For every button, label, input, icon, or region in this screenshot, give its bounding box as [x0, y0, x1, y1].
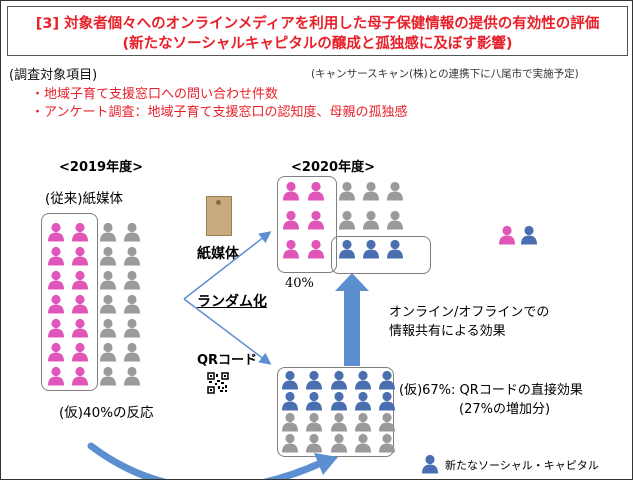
online-effect-line-2: 情報共有による効果	[389, 324, 506, 339]
legend-person-icon	[421, 454, 439, 474]
person-pink-icon	[498, 225, 516, 245]
person-pink-icon	[282, 239, 300, 259]
person-pink-icon	[71, 294, 89, 314]
arrow-to-paper	[183, 231, 272, 300]
person-gray-icon	[99, 270, 117, 290]
person-gray-icon	[99, 246, 117, 266]
person-blue-icon	[520, 225, 538, 245]
response-2019: (仮)40%の反応	[59, 405, 154, 421]
person-gray-icon	[378, 433, 396, 453]
person-pink-icon	[47, 366, 65, 386]
person-blue-icon	[281, 391, 299, 411]
highlight-box-2020-blue	[331, 236, 431, 274]
person-pink-icon	[71, 270, 89, 290]
highlight-box-2019	[41, 213, 98, 391]
person-gray-icon	[123, 342, 141, 362]
person-gray-icon	[123, 318, 141, 338]
paper-percent-2020: 40%	[285, 276, 314, 291]
online-effect-line-1: オンライン/オフラインでの	[389, 305, 550, 320]
person-gray-icon	[330, 412, 348, 432]
person-blue-icon	[281, 370, 299, 390]
survey-note: (キャンサースキャン(株)との連携下に八尾市で実施予定)	[311, 68, 579, 80]
year-2020-label: <2020年度>	[291, 160, 375, 175]
person-gray-icon	[123, 246, 141, 266]
qr-increase-text: (27%の増加分)	[459, 402, 551, 417]
person-gray-icon	[386, 210, 404, 230]
person-blue-icon	[338, 239, 356, 259]
person-pink-icon	[47, 270, 65, 290]
person-gray-icon	[330, 433, 348, 453]
paper-media-label-2019: (従来)紙媒体	[45, 191, 124, 207]
effect-up-arrow	[335, 273, 369, 366]
title-line-2: (新たなソーシャルキャピタルの醸成と孤独感に及ぼす影響)	[122, 36, 513, 52]
person-blue-icon	[378, 391, 396, 411]
person-gray-icon	[338, 181, 356, 201]
person-pink-icon	[47, 294, 65, 314]
person-gray-icon	[305, 412, 323, 432]
person-pink-icon	[47, 318, 65, 338]
person-pink-icon	[71, 366, 89, 386]
curved-arrow	[87, 442, 325, 479]
person-blue-icon	[354, 391, 372, 411]
legend-label: 新たなソーシャル・キャピタル	[445, 459, 599, 472]
person-pink-icon	[71, 222, 89, 242]
person-gray-icon	[362, 181, 380, 201]
person-pink-icon	[47, 222, 65, 242]
person-gray-icon	[99, 294, 117, 314]
person-gray-icon	[99, 366, 117, 386]
person-pink-icon	[47, 342, 65, 362]
person-gray-icon	[99, 222, 117, 242]
person-blue-icon	[305, 370, 323, 390]
person-gray-icon	[305, 433, 323, 453]
person-gray-icon	[281, 412, 299, 432]
qr-effect-text: (仮)67%: QRコードの直接効果	[399, 383, 583, 398]
arrow-to-qr	[183, 298, 272, 365]
year-2019-label: <2019年度>	[59, 160, 143, 175]
person-gray-icon	[386, 181, 404, 201]
person-gray-icon	[354, 433, 372, 453]
person-gray-icon	[378, 412, 396, 432]
highlight-box-2020-paper	[277, 176, 337, 273]
person-blue-icon	[386, 239, 404, 259]
group-box-2020-qr	[277, 367, 394, 457]
survey-item-1: ・地域子育て支援窓口への問い合わせ件数	[31, 87, 279, 102]
person-pink-icon	[47, 246, 65, 266]
person-gray-icon	[99, 342, 117, 362]
person-gray-icon	[99, 318, 117, 338]
person-pink-icon	[307, 239, 325, 259]
person-blue-icon	[330, 391, 348, 411]
qr-code-icon	[207, 372, 229, 394]
person-blue-icon	[362, 239, 380, 259]
person-gray-icon	[281, 433, 299, 453]
person-pink-icon	[282, 181, 300, 201]
person-gray-icon	[123, 222, 141, 242]
title-box: [3] 対象者個々へのオンラインメディアを利用した母子保健情報の提供の有効性の評…	[7, 6, 628, 56]
survey-item-2: ・アンケート調査：地域子育て支援窓口の認知度、母親の孤独感	[31, 105, 408, 120]
person-pink-icon	[71, 318, 89, 338]
person-gray-icon	[123, 294, 141, 314]
paper-media-label: 紙媒体	[197, 246, 239, 262]
person-gray-icon	[354, 412, 372, 432]
person-pink-icon	[71, 246, 89, 266]
person-gray-icon	[123, 270, 141, 290]
person-blue-icon	[354, 370, 372, 390]
person-blue-icon	[305, 391, 323, 411]
title-line-1: [3] 対象者個々へのオンラインメディアを利用した母子保健情報の提供の有効性の評…	[35, 16, 600, 32]
person-blue-icon	[378, 370, 396, 390]
person-gray-icon	[362, 210, 380, 230]
person-pink-icon	[307, 181, 325, 201]
qr-code-label: QRコード	[197, 353, 258, 368]
envelope-icon	[206, 196, 232, 236]
person-pink-icon	[282, 210, 300, 230]
person-gray-icon	[338, 210, 356, 230]
survey-heading: (調査対象項目)	[9, 68, 98, 83]
person-gray-icon	[123, 366, 141, 386]
person-blue-icon	[330, 370, 348, 390]
person-pink-icon	[71, 342, 89, 362]
person-pink-icon	[307, 210, 325, 230]
curved-arrow-head	[314, 453, 338, 475]
randomization-label: ランダム化	[197, 294, 267, 310]
